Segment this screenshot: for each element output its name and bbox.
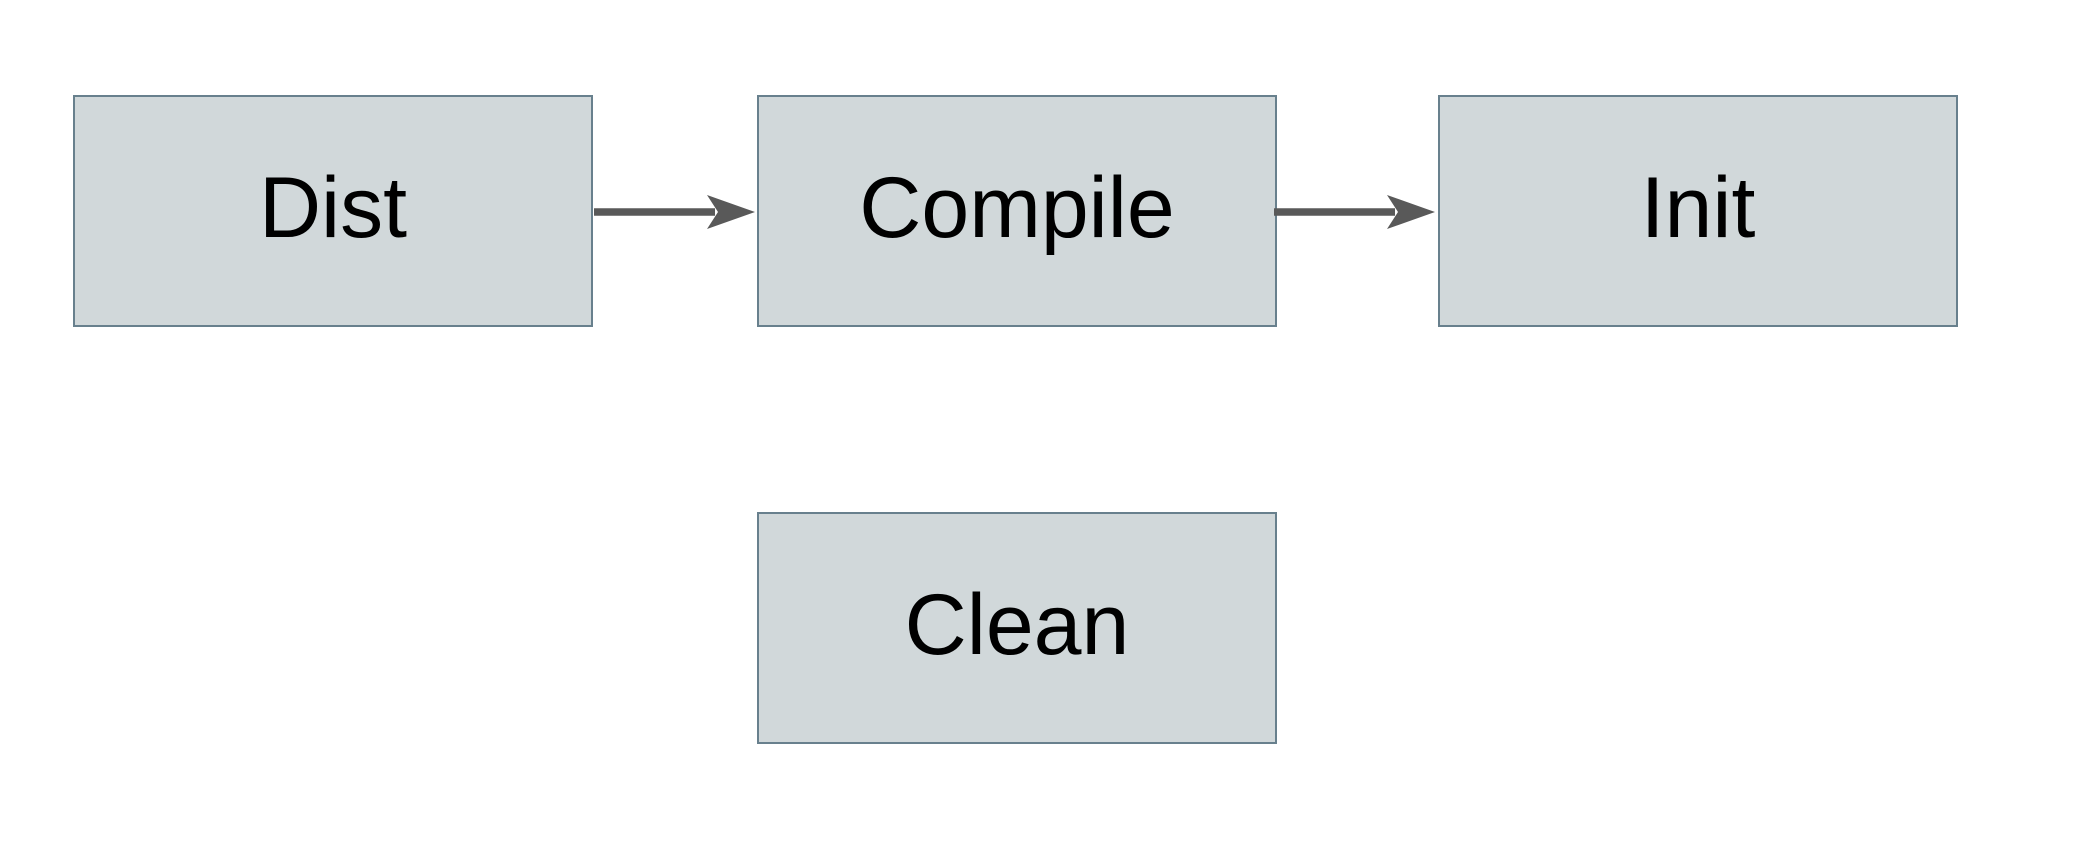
- node-clean: Clean: [757, 512, 1277, 744]
- arrowhead-icon: [1387, 195, 1435, 229]
- arrow-compile-to-init: [1274, 195, 1435, 229]
- node-clean-label: Clean: [904, 577, 1130, 673]
- node-dist-label: Dist: [258, 160, 408, 256]
- node-dist: Dist: [73, 95, 593, 327]
- node-compile-label: Compile: [859, 160, 1175, 256]
- node-init-label: Init: [1640, 160, 1756, 256]
- node-init: Init: [1438, 95, 1958, 327]
- node-compile: Compile: [757, 95, 1277, 327]
- arrowhead-icon: [707, 195, 755, 229]
- arrow-dist-to-compile: [594, 195, 755, 229]
